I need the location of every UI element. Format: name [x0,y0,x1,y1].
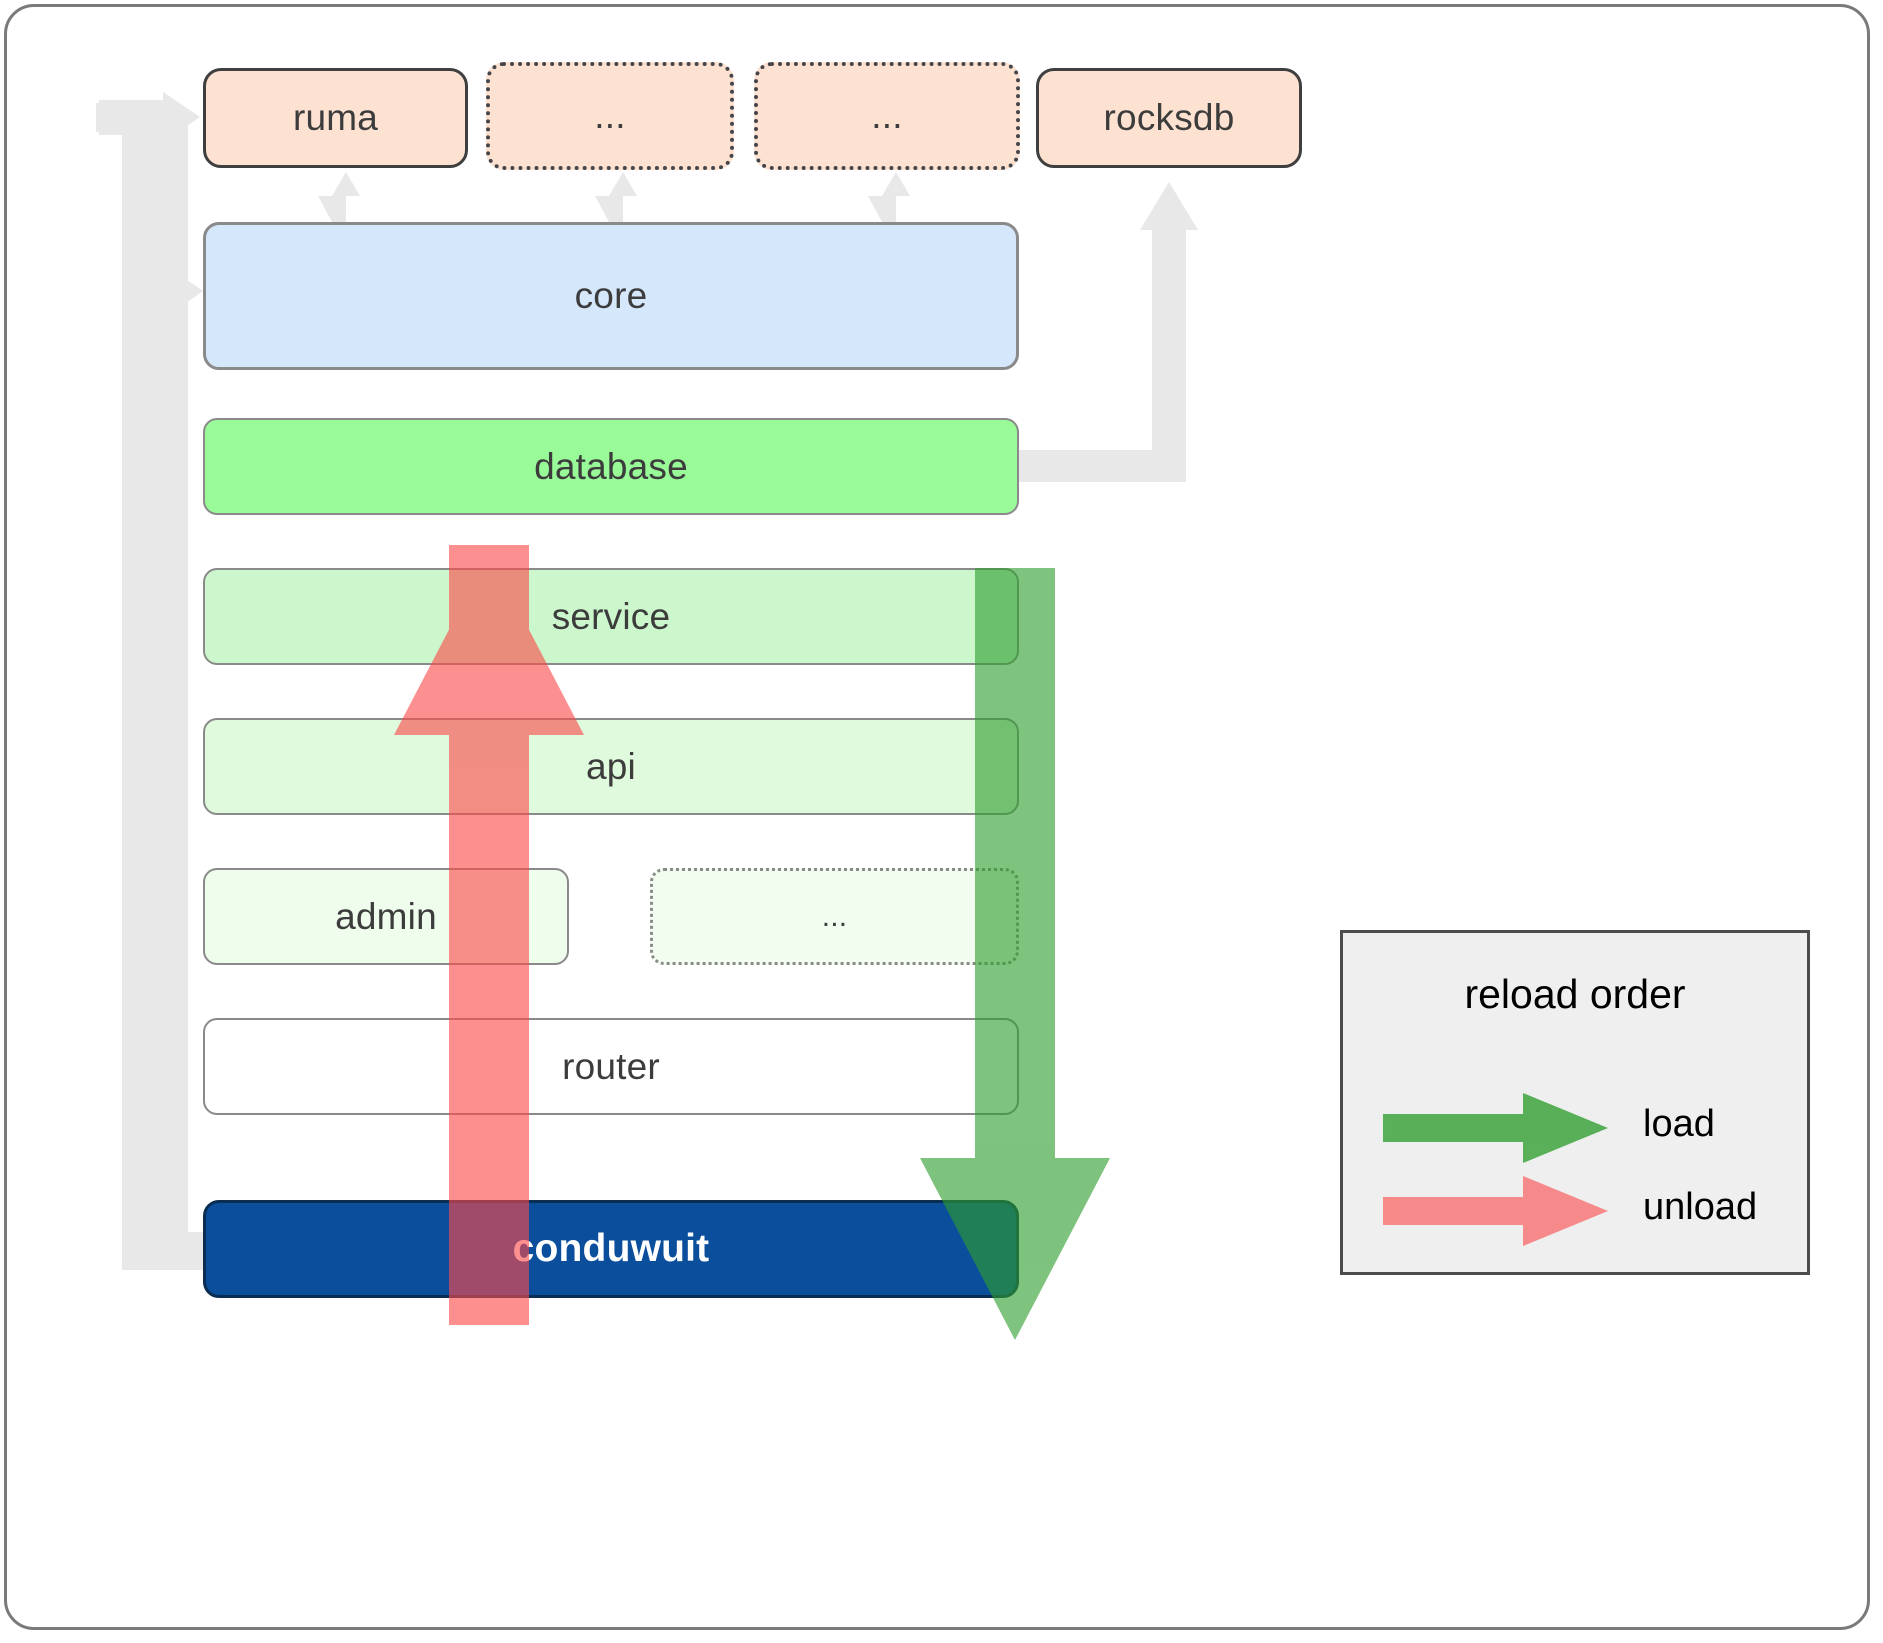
legend-load-shaft [1383,1114,1548,1142]
layer-label-database: database [534,445,688,487]
layer-box-ellipsis[interactable]: ... [650,868,1019,965]
layer-box-core[interactable]: core [203,222,1019,370]
legend-label-load: load [1643,1103,1715,1145]
legend-arrow-load [1383,1093,1608,1163]
dep-label-rocksdb: rocksdb [1103,97,1235,138]
layer-label-core: core [574,275,648,316]
layer-box-database[interactable]: database [203,418,1019,515]
layer-label-admin: admin [335,895,437,937]
connector-core-head [168,267,203,316]
dep-label-ellipsis-a: ... [594,95,626,136]
connector-conduwuit-trunk [122,105,203,1270]
layer-label-api: api [586,745,636,787]
connector-database-to-rocksdb [1019,182,1198,482]
brand-box-conduwuit[interactable]: conduwuit [203,1200,1019,1298]
legend-label-unload: unload [1643,1186,1758,1228]
connector-core-to-ruma [318,172,360,222]
legend-unload-head [1523,1176,1608,1246]
layer-label-ellipsis: ... [821,899,848,933]
dep-label-ruma: ruma [292,97,379,138]
dep-label-ellipsis-b: ... [871,95,903,136]
layer-box-admin[interactable]: admin [203,868,569,965]
layer-box-router[interactable]: router [203,1018,1019,1115]
connector-core-shaft2 [155,278,172,305]
layer-box-api[interactable]: api [203,718,1019,815]
connector-to-ruma-shaft [96,103,170,132]
dep-box-ellipsis-b[interactable]: ... [754,62,1020,170]
connector-inner-trunk [157,112,188,1270]
legend-arrow-unload [1383,1176,1608,1246]
legend-load-head [1523,1093,1608,1163]
connector-core-to-dep-a [595,172,637,222]
layer-box-service[interactable]: service [203,568,1019,665]
layer-label-service: service [551,595,671,637]
legend-unload-shaft [1383,1197,1548,1225]
brand-label-conduwuit: conduwuit [512,1227,710,1270]
connector-core-to-dep-b [868,172,910,222]
layer-label-router: router [562,1045,660,1087]
legend-title: reload order [1464,971,1686,1017]
dep-box-ruma[interactable]: ruma [203,68,468,168]
dep-box-ellipsis-a[interactable]: ... [486,62,734,170]
dep-box-rocksdb[interactable]: rocksdb [1036,68,1302,168]
legend-panel: reload order load unload [1340,930,1810,1275]
